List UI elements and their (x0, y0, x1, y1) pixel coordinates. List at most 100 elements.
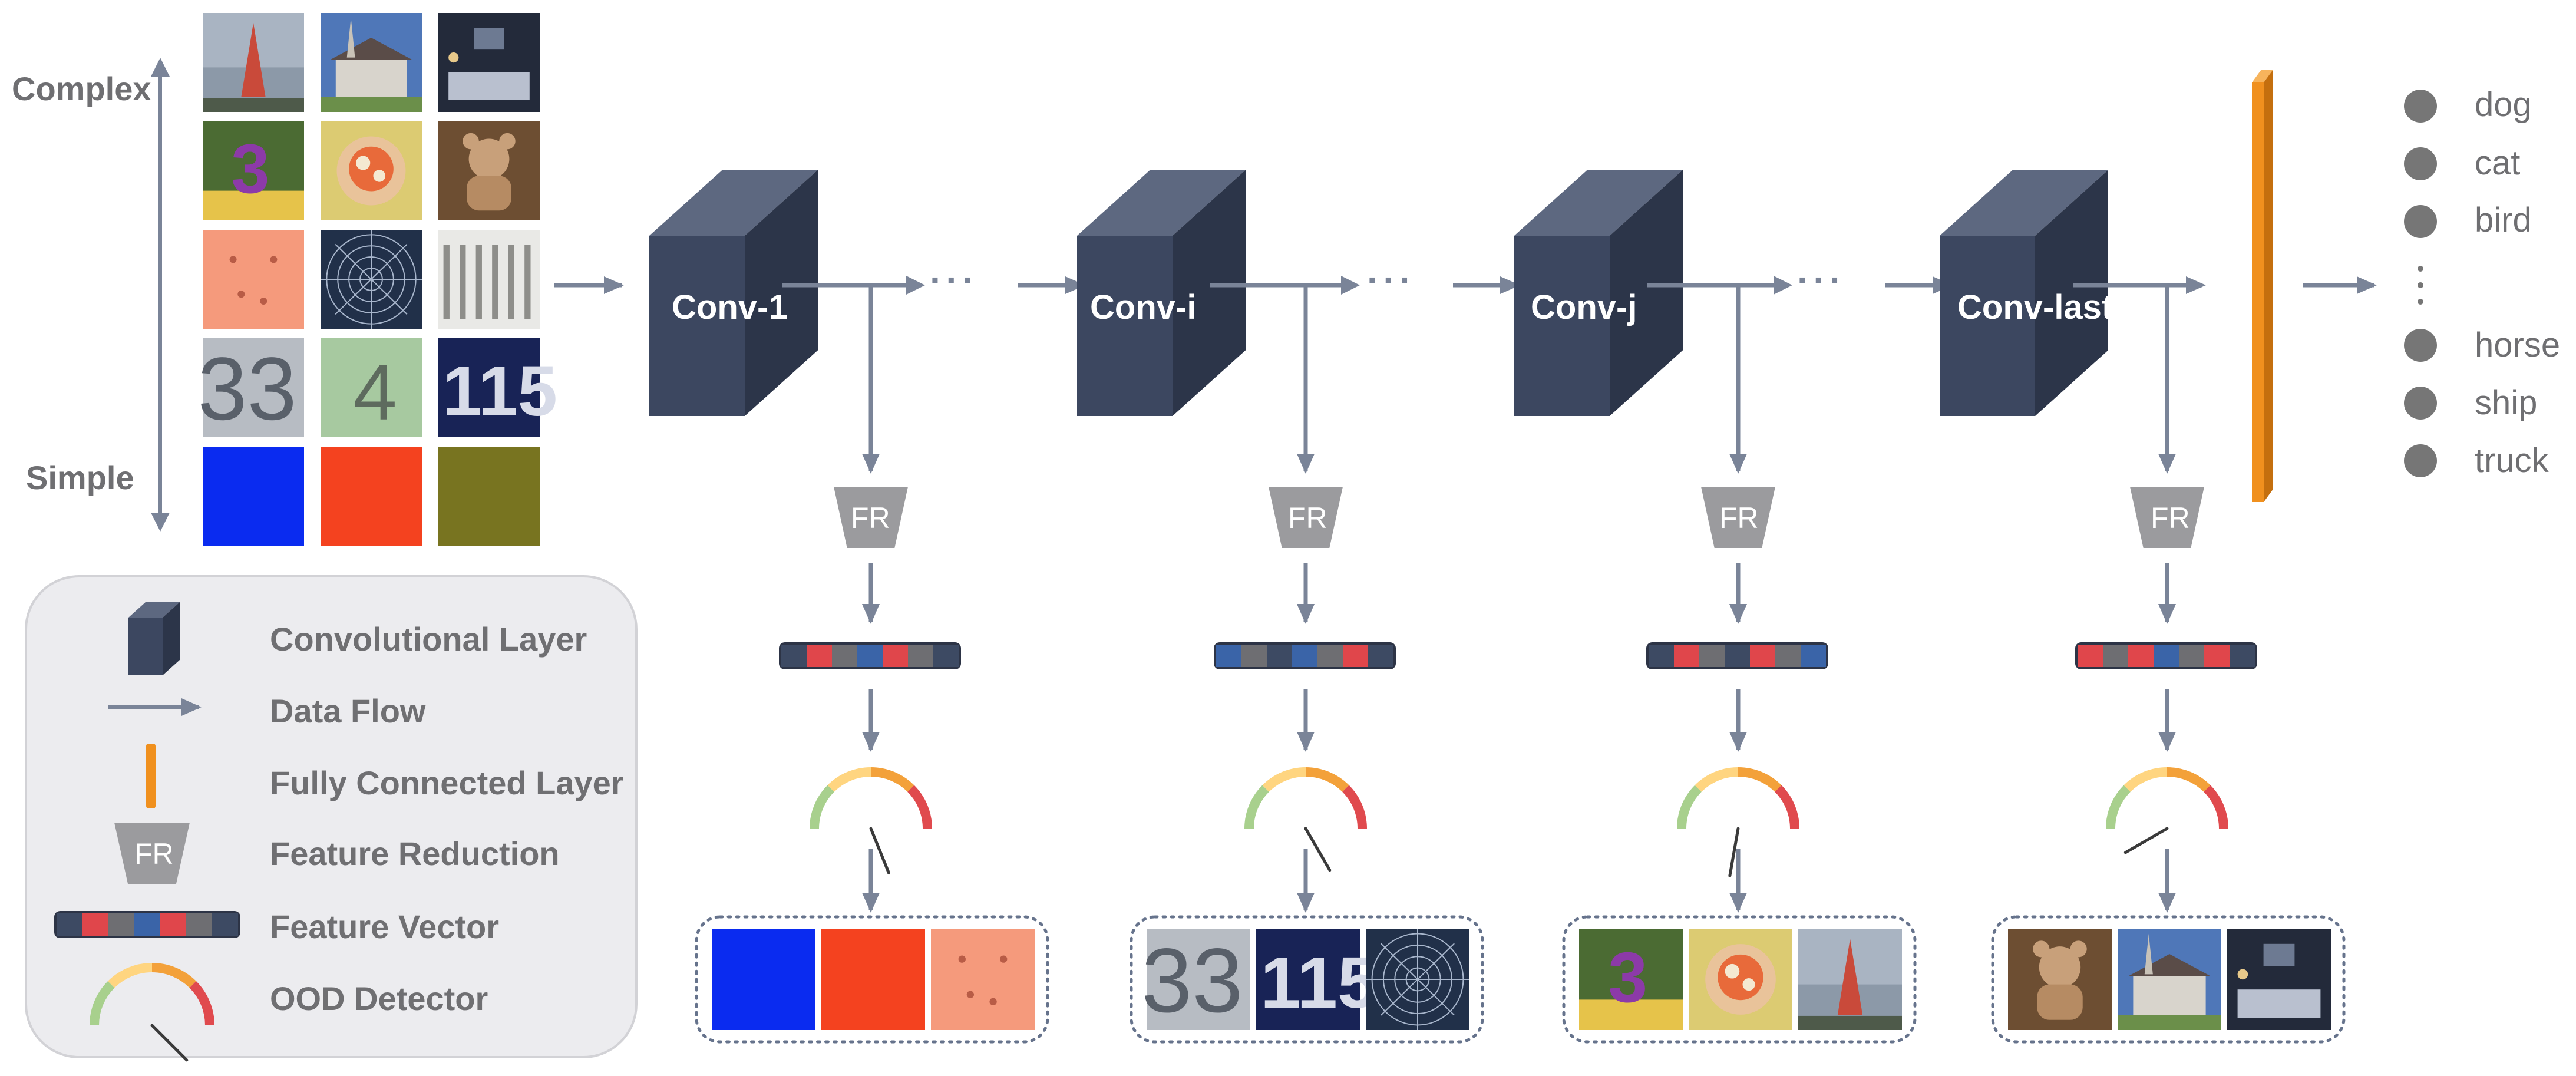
vector-cell (2078, 645, 2103, 667)
ood-detector-gauge (1244, 767, 1367, 872)
fr-label-i: FR (1288, 501, 1327, 534)
vector-cell (2154, 645, 2179, 667)
feature-vector (779, 642, 961, 669)
vector-cell (883, 645, 908, 667)
vector-cell (1674, 645, 1699, 667)
teddy-bear-photo (2008, 929, 2112, 1030)
church-photo (2118, 929, 2221, 1030)
vector-cell (781, 645, 807, 667)
vector-cell (1750, 645, 1775, 667)
legend-label-flow: Data Flow (270, 692, 426, 730)
salmon-texture (931, 929, 1035, 1030)
vector-cell (2128, 645, 2154, 667)
fruit-tart-photo (321, 121, 422, 220)
fr-label-j: FR (1719, 501, 1759, 534)
vector-cell (1292, 645, 1317, 667)
fr-label-1: FR (851, 501, 890, 534)
axis-label-complex: Complex (12, 70, 151, 107)
vector-cell (1317, 645, 1343, 667)
fc-bar-top (2252, 70, 2273, 82)
vector-cell (1649, 645, 1674, 667)
feature-vector (1214, 642, 1396, 669)
svg-text:3: 3 (231, 130, 269, 207)
vector-cell (1267, 645, 1292, 667)
class-dot (2404, 329, 2437, 362)
ood-detector-gauge (2106, 767, 2228, 854)
class-dot (2404, 387, 2437, 420)
class-label-bird: bird (2475, 201, 2532, 239)
legend-label-conv: Convolutional Layer (270, 620, 587, 658)
spiderweb-photo (321, 230, 422, 329)
legend-fr-icon-text: FR (134, 837, 174, 870)
class-dot (2404, 147, 2437, 180)
feature-reduction-block (2130, 487, 2204, 548)
class-dot (2404, 90, 2437, 123)
conv-label-1: Conv-1 (672, 288, 788, 326)
teddy-bear-photo (438, 121, 540, 220)
ellipsis-2: ··· (1367, 259, 1415, 301)
feature-reduction-block (1269, 487, 1343, 548)
axis-label-simple: Simple (26, 459, 134, 496)
gauge-segment (870, 767, 914, 792)
bedroom-photo (438, 13, 540, 112)
digits-115-photo: 115 (1256, 929, 1378, 1030)
olive-square (438, 447, 540, 546)
vertical-ellipsis-dot (2418, 266, 2423, 272)
legend-label-ood: OOD Detector (270, 980, 488, 1017)
feature-vector (2075, 642, 2257, 669)
gauge-needle (869, 827, 891, 875)
vector-cell (933, 645, 959, 667)
vector-cell (2103, 645, 2128, 667)
svg-text:33: 33 (1141, 929, 1243, 1031)
vector-cell (186, 913, 212, 936)
candle-cake-photo: 3 (203, 121, 304, 220)
vector-cell (2204, 645, 2230, 667)
arrow-head-icon (906, 276, 925, 295)
gauge-segment (189, 981, 214, 1026)
gauge-segment (827, 767, 871, 792)
blue-square (712, 929, 815, 1030)
arrow-head-icon (1774, 276, 1792, 295)
axis-arrow-down-icon (151, 513, 170, 532)
gauge-segment (1775, 785, 1799, 829)
vector-cell (1699, 645, 1725, 667)
vector-cell (82, 913, 108, 936)
class-label-ship: ship (2475, 384, 2538, 422)
salmon-texture (203, 230, 304, 329)
bedroom-photo (2227, 929, 2331, 1030)
fc-bar-side (2264, 70, 2273, 502)
vector-cell (134, 913, 160, 936)
gauge-needle (1728, 827, 1740, 877)
tower-photo (1798, 929, 1902, 1030)
vector-cell (1801, 645, 1826, 667)
svg-text:3: 3 (1608, 938, 1647, 1017)
conv-label-last: Conv-last (1957, 288, 2113, 326)
fr-label-last: FR (2151, 501, 2190, 534)
feature-reduction-block (1701, 487, 1775, 548)
class-label-horse: horse (2475, 326, 2561, 364)
digits-115-photo: 115 (438, 338, 557, 437)
fr-icon (114, 823, 190, 884)
gauge-segment (2123, 767, 2168, 792)
vertical-ellipsis-dot (2418, 299, 2423, 305)
gauge-segment (1262, 767, 1306, 792)
legend-label-fc: Fully Connected Layer (270, 764, 624, 801)
ood-detector-gauge (810, 767, 932, 875)
gauge-needle (150, 1024, 189, 1062)
digits-33-photo: 33 (197, 338, 304, 439)
conv-layer-cube (1077, 170, 1246, 416)
candle-cake-photo: 3 (1579, 929, 1683, 1030)
ellipsis-3: ··· (1797, 259, 1845, 301)
red-square (821, 929, 925, 1030)
vector-icon (54, 911, 240, 938)
ood-detector-gauge (1677, 767, 1799, 877)
gauge-needle (1304, 827, 1332, 872)
svg-text:33: 33 (197, 339, 296, 439)
svg-text:115: 115 (442, 351, 557, 431)
class-dot (2404, 205, 2437, 238)
class-label-cat: cat (2475, 144, 2521, 182)
legend-label-vector: Feature Vector (270, 908, 500, 945)
fruit-tart-photo (1689, 929, 1792, 1030)
gauge-segment (1695, 767, 1739, 792)
legend-label-fr: Feature Reduction (270, 835, 560, 872)
